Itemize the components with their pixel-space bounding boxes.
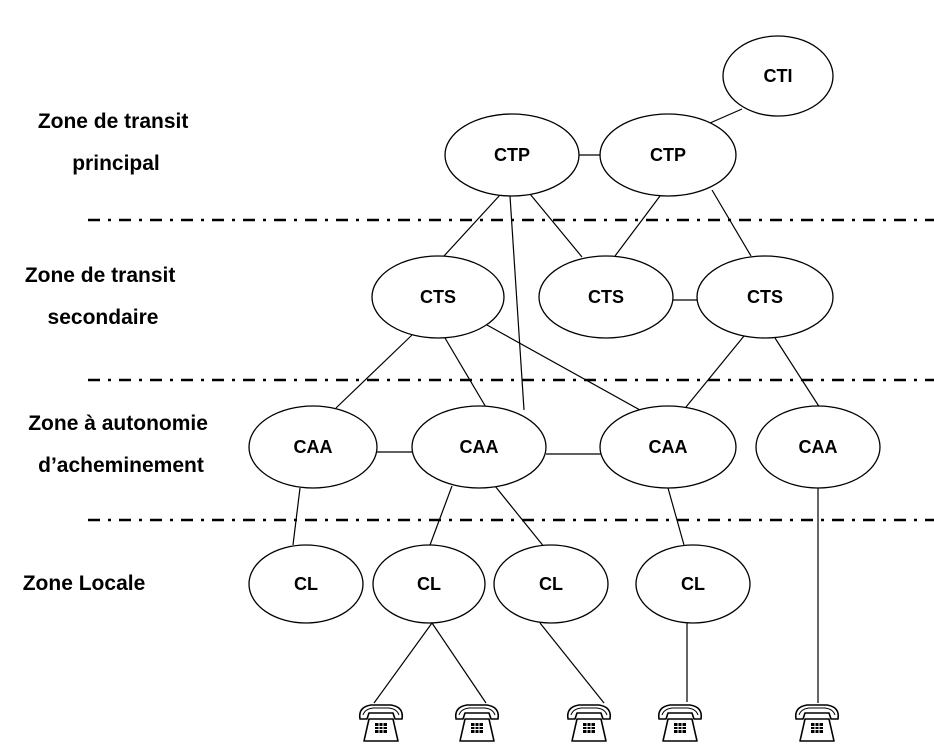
node-label-cl-2: CL xyxy=(417,574,441,594)
edge-cl3-phone3 xyxy=(539,622,605,704)
node-cl-2: CL xyxy=(372,544,486,624)
node-label-ctp-2: CTP xyxy=(650,145,686,165)
node-ctp-1: CTP xyxy=(444,113,580,197)
node-cl-3: CL xyxy=(493,544,609,624)
edge-caa2-cl2 xyxy=(429,485,453,546)
zone-label-autonomie-line2: d’acheminement xyxy=(38,454,204,477)
nodes: CTI CTP CTP CTS CTS CTS CAA CAA xyxy=(248,35,881,624)
edge-ctp1-cts2 xyxy=(529,193,583,258)
node-label-ctp-1: CTP xyxy=(494,145,530,165)
node-label-caa-2: CAA xyxy=(460,437,499,457)
edge-caa1-cl1 xyxy=(292,487,301,546)
edge-cts3-caa3 xyxy=(685,335,745,408)
edge-cl2-phone1 xyxy=(373,622,433,704)
node-label-cl-4: CL xyxy=(681,574,705,594)
node-caa-2: CAA xyxy=(411,405,547,489)
edge-cts3-caa4 xyxy=(774,337,821,409)
zone-label-principal-line1: Zone de transit xyxy=(38,110,189,133)
telephone-icon xyxy=(794,704,840,742)
zone-label-principal: Zone de transit principal xyxy=(38,110,194,175)
node-cts-3: CTS xyxy=(696,255,834,339)
edge-caa3-cl4 xyxy=(667,487,685,546)
edge-ctp2-cts2 xyxy=(614,195,661,257)
node-caa-4: CAA xyxy=(755,405,881,489)
node-label-cts-1: CTS xyxy=(420,287,456,307)
zone-label-principal-line2: principal xyxy=(72,152,160,175)
node-cts-1: CTS xyxy=(371,255,505,339)
telephone-icon xyxy=(358,704,404,742)
node-label-cl-3: CL xyxy=(539,574,563,594)
zone-label-secondaire: Zone de transit secondaire xyxy=(25,264,181,329)
node-label-caa-3: CAA xyxy=(649,437,688,457)
zone-label-locale: Zone Locale xyxy=(23,572,146,595)
telephones xyxy=(358,704,840,742)
node-ctp-2: CTP xyxy=(599,113,737,197)
node-label-caa-1: CAA xyxy=(294,437,333,457)
zone-labels: Zone de transit principal Zone de transi… xyxy=(23,110,214,595)
node-label-cts-3: CTS xyxy=(747,287,783,307)
telephone-icon xyxy=(657,704,703,742)
node-caa-1: CAA xyxy=(248,405,378,489)
telephone-icon xyxy=(454,704,500,742)
edge-caa2-cl3 xyxy=(494,485,546,549)
edge-ctp1-cts1 xyxy=(443,194,501,257)
zone-label-autonomie: Zone à autonomie d’acheminement xyxy=(28,412,214,477)
edge-ctp2-cts3 xyxy=(711,189,752,257)
zone-label-secondaire-line2: secondaire xyxy=(48,306,159,329)
zone-label-autonomie-line1: Zone à autonomie xyxy=(28,412,208,435)
node-label-caa-4: CAA xyxy=(799,437,838,457)
edge-cts1-caa3 xyxy=(486,324,641,411)
edge-cts1-caa1 xyxy=(335,334,413,409)
connections xyxy=(292,108,821,704)
node-cl-1: CL xyxy=(248,544,364,624)
telephone-icon xyxy=(566,704,612,742)
edge-ctp1-caa2 xyxy=(509,195,525,411)
node-label-cts-2: CTS xyxy=(588,287,624,307)
node-cl-4: CL xyxy=(635,544,751,624)
node-cti: CTI xyxy=(722,35,834,117)
node-cts-2: CTS xyxy=(538,255,674,339)
node-label-cl-1: CL xyxy=(294,574,318,594)
zone-label-locale-line1: Zone Locale xyxy=(23,572,146,595)
edge-cl2-phone2 xyxy=(431,622,487,704)
node-caa-3: CAA xyxy=(599,405,737,489)
edge-cts1-caa2 xyxy=(444,337,488,410)
zone-label-secondaire-line1: Zone de transit xyxy=(25,264,176,287)
edge-ctp2-cti xyxy=(709,108,743,124)
node-label-cti: CTI xyxy=(764,66,793,86)
